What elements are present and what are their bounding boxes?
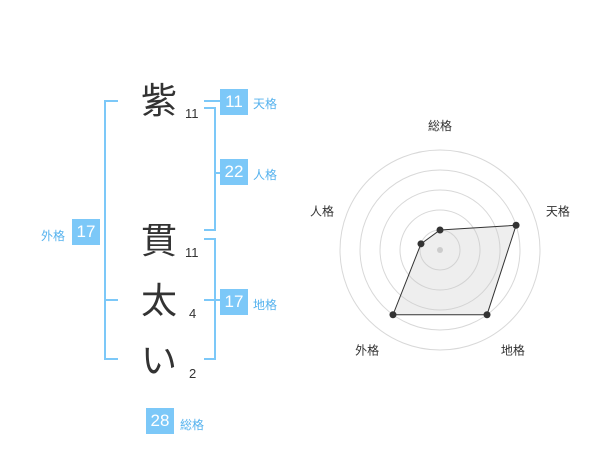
radar-grid-ring xyxy=(339,149,541,351)
name-char-4-strokes: 2 xyxy=(189,366,197,381)
radar-axis-label: 地格 xyxy=(501,342,525,357)
radar-point xyxy=(436,226,444,234)
radar-axis-label: 天格 xyxy=(546,204,570,219)
chikaku-label: 地格 xyxy=(253,298,278,312)
gaikaku-label: 外格 xyxy=(41,229,66,243)
name-char-1-strokes: 11 xyxy=(185,106,199,121)
tenkaku-label: 天格 xyxy=(253,97,278,111)
radar-point xyxy=(483,311,491,319)
radar-axis-label: 外格 xyxy=(355,342,379,357)
tenkaku-value: 11 xyxy=(220,89,248,115)
radar-point xyxy=(417,240,425,248)
radar-axis-label: 総格 xyxy=(428,118,452,133)
radar-grid-ring xyxy=(379,189,501,311)
radar-center xyxy=(437,247,443,253)
gaikaku-value: 17 xyxy=(72,219,100,245)
jinkaku-label: 人格 xyxy=(253,168,278,182)
soukaku-value: 28 xyxy=(146,408,174,434)
radar-point xyxy=(389,311,397,319)
radar-grid-ring xyxy=(359,169,521,331)
soukaku-label: 総格 xyxy=(180,418,205,432)
name-char-1: 紫 xyxy=(141,81,178,122)
gaikaku-bracket xyxy=(104,100,118,360)
radar-area xyxy=(392,224,517,316)
jinkaku-bracket xyxy=(204,107,216,231)
gaikaku-bracket-mid-tick xyxy=(104,299,118,301)
radar-axis-label: 人格 xyxy=(310,204,334,219)
radar-point xyxy=(512,221,520,229)
radar-grid-ring xyxy=(399,209,481,291)
chikaku-value: 17 xyxy=(220,289,248,315)
name-char-2-strokes: 11 xyxy=(185,245,199,260)
name-char-3-strokes: 4 xyxy=(189,306,197,321)
chikaku-bracket-mid-tick xyxy=(204,299,220,301)
jinkaku-value: 22 xyxy=(220,159,248,185)
name-char-2: 貫 xyxy=(141,221,178,262)
tenkaku-tick xyxy=(204,100,220,102)
jinkaku-tick xyxy=(214,172,220,174)
name-char-4: い xyxy=(141,341,178,382)
name-char-3: 太 xyxy=(141,281,178,322)
